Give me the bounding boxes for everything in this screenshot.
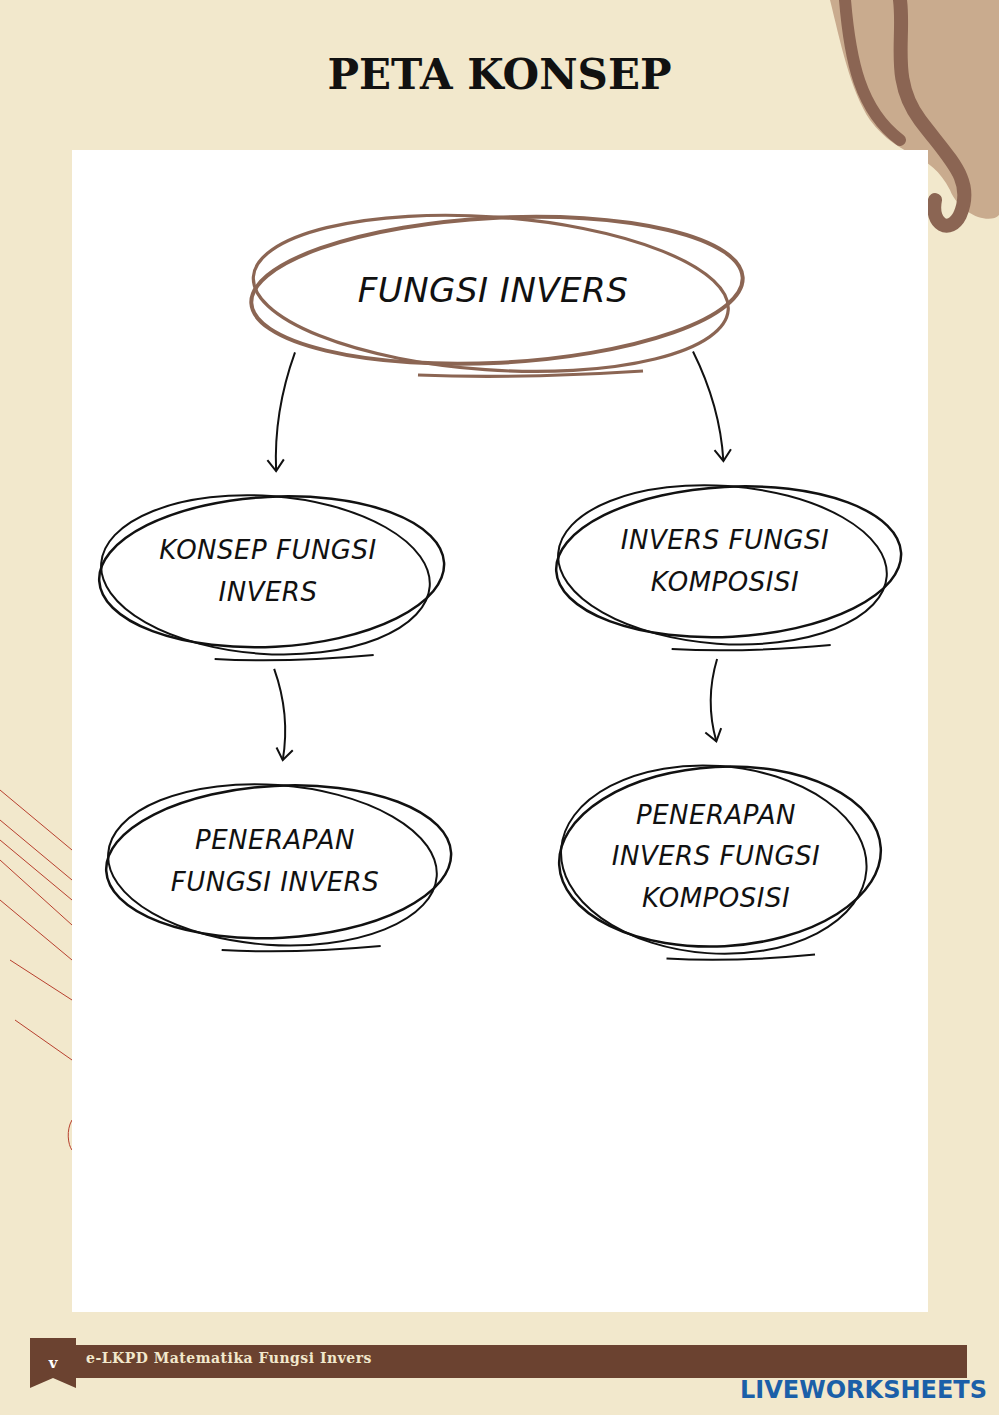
outline-stroke [248, 205, 747, 376]
outline-stroke [222, 946, 381, 951]
node-text: PENERAPAN INVERS FUNGSI KOMPOSISI [606, 795, 826, 920]
white-panel [72, 150, 928, 1312]
ellipse-outline [548, 477, 901, 647]
topic-ellipse: PENERAPAN INVERS FUNGSI KOMPOSISI [551, 757, 881, 957]
arrow-line [711, 659, 717, 741]
arrow-line [693, 352, 723, 462]
footer-text: e-LKPD Matematika Fungsi Invers [86, 1350, 372, 1366]
arrow-line [274, 669, 285, 760]
page-number: v [30, 1338, 76, 1388]
arrow-head [715, 449, 731, 461]
outline-stroke [555, 759, 886, 955]
arrow-head [277, 748, 293, 761]
hand-lines [0, 790, 72, 1150]
arrow-connector [705, 659, 721, 741]
outline-stroke [248, 200, 734, 386]
node-text: INVERS FUNGSI KOMPOSISI [605, 520, 845, 603]
page-title: PETA KONSEP [0, 50, 999, 99]
ellipse-outline [98, 776, 451, 948]
root-ellipse: FUNGSI INVERS [243, 208, 743, 373]
topic-ellipse: INVERS FUNGSI KOMPOSISI [548, 477, 901, 647]
outline-stroke [555, 756, 873, 964]
arrow-connector [267, 352, 295, 471]
arrow-head [267, 459, 283, 471]
outline-stroke [103, 774, 443, 957]
node-text: FUNGSI INVERS [328, 263, 658, 317]
ellipse-outline [91, 487, 444, 657]
arrow-connector [693, 352, 731, 462]
arrow-head [705, 728, 721, 741]
outline-stroke [96, 485, 436, 666]
node-text: PENERAPAN FUNGSI INVERS [155, 820, 395, 903]
arrow-connector [274, 669, 293, 760]
topic-ellipse: KONSEP FUNGSI INVERS [91, 487, 444, 657]
outline-stroke [672, 645, 831, 650]
outline-stroke [667, 955, 815, 960]
outline-stroke [215, 655, 374, 660]
outline-stroke [553, 475, 893, 656]
topic-ellipse: PENERAPAN FUNGSI INVERS [98, 776, 451, 948]
node-text: KONSEP FUNGSI INVERS [148, 530, 388, 613]
watermark: LIVEWORKSHEETS [740, 1376, 987, 1404]
arrow-line [276, 352, 295, 471]
corner-swirl [845, 0, 900, 140]
outline-stroke [418, 371, 643, 376]
